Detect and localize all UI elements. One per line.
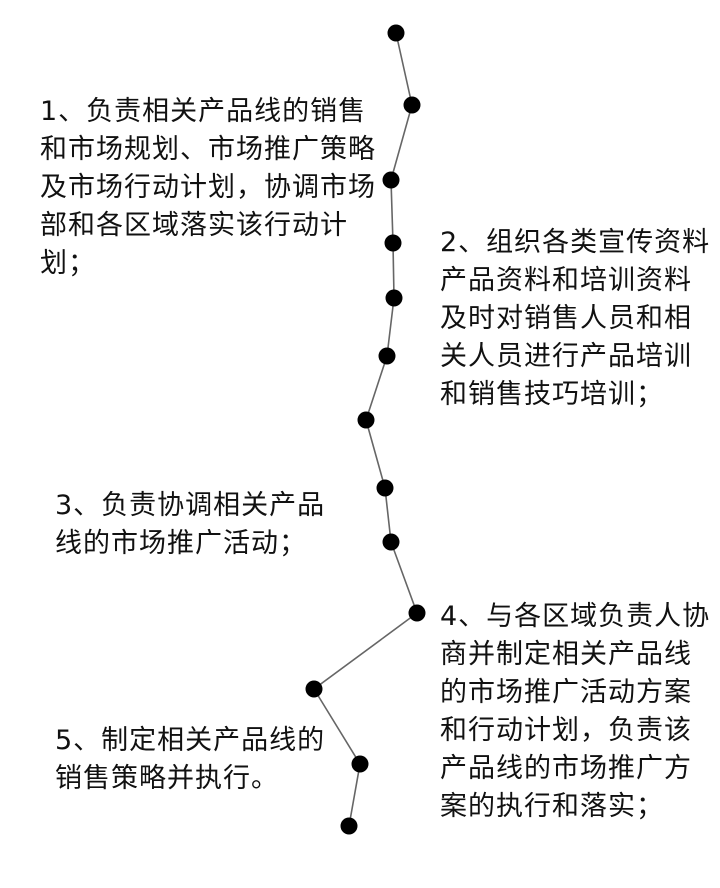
timeline-dot-5 <box>385 289 403 307</box>
timeline-dot-7 <box>357 411 375 429</box>
timeline-dot-1 <box>387 24 405 42</box>
timeline-dot-11 <box>305 680 323 698</box>
timeline-dot-3 <box>382 171 400 189</box>
item-2-text: 2、组织各类宣传资料产品资料和培训资料及时对销售人员和相关人员进行产品培训和销售… <box>440 227 711 410</box>
timeline-dot-4 <box>384 234 402 252</box>
item-1-text: 1、负责相关产品线的销售和市场规划、市场推广策略及市场行动计划，协调市场部和各区… <box>40 96 376 279</box>
timeline-dot-6 <box>378 347 396 365</box>
timeline-dot-9 <box>382 533 400 551</box>
item-3-text: 3、负责协调相关产品线的市场推广活动； <box>55 490 326 559</box>
item-5-text: 5、制定相关产品线的销售策略并执行。 <box>55 725 326 794</box>
timeline-dot-8 <box>376 479 394 497</box>
timeline-dot-2 <box>403 96 421 114</box>
timeline-dot-10 <box>408 604 426 622</box>
timeline-dots <box>305 24 426 835</box>
timeline-dot-12 <box>351 755 369 773</box>
item-4-text: 4、与各区域负责人协商并制定相关产品线的市场推广活动方案和行动计划，负责该产品线… <box>440 601 711 822</box>
timeline-dot-13 <box>340 817 358 835</box>
